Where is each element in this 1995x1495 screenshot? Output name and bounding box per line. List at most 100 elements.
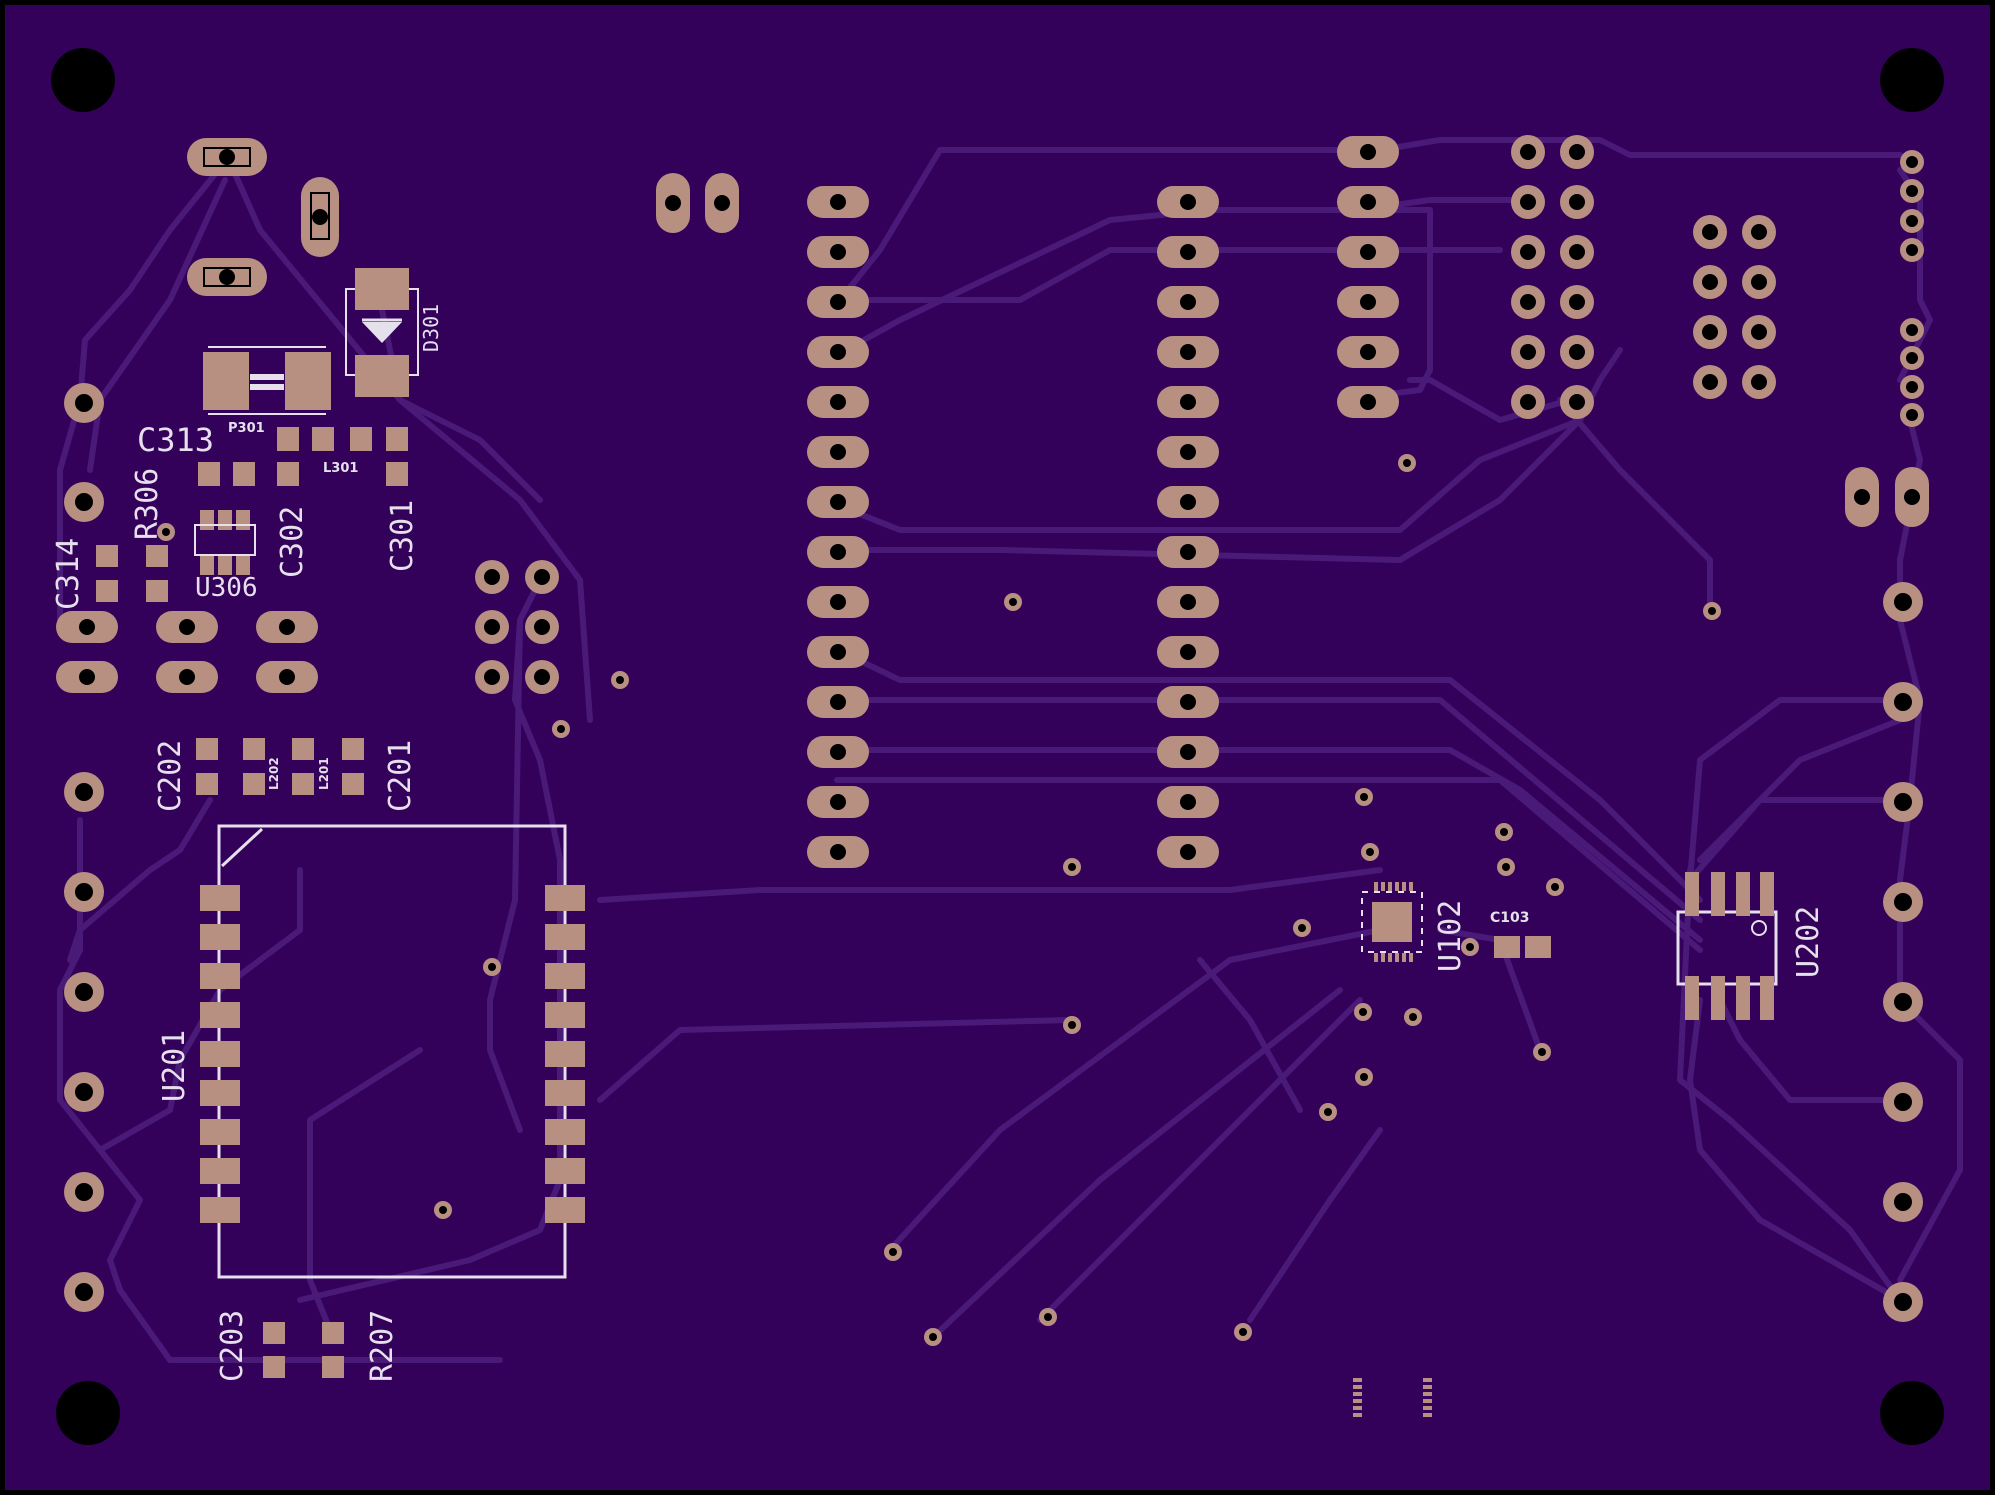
round-pad	[1900, 346, 1924, 370]
qfn-pin	[1388, 953, 1392, 962]
label-c201: C201	[383, 740, 418, 812]
label-c202: C202	[153, 740, 188, 812]
label-l301: L301	[323, 461, 358, 476]
component-u102	[1353, 882, 1432, 1417]
soic-pin	[1760, 872, 1774, 916]
mounting-holes	[51, 48, 1944, 1445]
label-u306: U306	[195, 573, 258, 603]
round-pad	[1511, 235, 1545, 269]
module-pad	[200, 1158, 240, 1184]
oval-pad	[807, 236, 869, 268]
c103-pads	[1494, 936, 1551, 958]
slot-outline	[203, 147, 251, 167]
via	[1354, 1003, 1372, 1021]
oval-pad	[1845, 467, 1879, 527]
round-pad	[1883, 682, 1923, 722]
round-pad	[1900, 403, 1924, 427]
via	[1361, 843, 1379, 861]
via	[1497, 858, 1515, 876]
oval-pad	[1157, 836, 1219, 868]
label-c301: C301	[385, 500, 420, 572]
label-u201: U201	[157, 1030, 192, 1102]
module-pad	[200, 1002, 240, 1028]
via	[434, 1201, 452, 1219]
round-pad	[1511, 185, 1545, 219]
round-pad	[1742, 365, 1776, 399]
drill-hole	[312, 209, 328, 225]
oval-pad	[705, 173, 739, 233]
smd-pads-power	[96, 427, 408, 602]
qfn-pin	[1423, 1413, 1432, 1417]
soic-pin	[1736, 872, 1750, 916]
round-pad	[64, 772, 104, 812]
u306-outline	[194, 524, 256, 556]
smd-pad	[203, 352, 249, 410]
module-pad	[545, 1158, 585, 1184]
via	[1039, 1308, 1057, 1326]
round-pad	[1511, 135, 1545, 169]
module-pad	[545, 1080, 585, 1106]
module-pad	[200, 1197, 240, 1223]
component-u202	[1676, 872, 1778, 1020]
label-c314: C314	[51, 538, 86, 610]
qfn-pin	[1423, 1385, 1432, 1389]
smd-pads-rf	[196, 738, 364, 795]
via	[1404, 1008, 1422, 1026]
smd-pad	[355, 268, 409, 310]
oval-pad	[1337, 186, 1399, 218]
slot-outline	[203, 267, 251, 287]
round-pad	[64, 1172, 104, 1212]
via	[1703, 602, 1721, 620]
oval-pad	[807, 386, 869, 418]
qfn-pin	[1423, 1392, 1432, 1396]
oval-pad	[1895, 467, 1929, 527]
round-pad	[525, 610, 559, 644]
smd-pad	[285, 352, 331, 410]
round-pad	[525, 560, 559, 594]
via	[1533, 1043, 1551, 1061]
round-pad	[1560, 235, 1594, 269]
oval-pad	[807, 736, 869, 768]
label-u102: U102	[1433, 900, 1468, 972]
round-pad	[1511, 285, 1545, 319]
oval-pad	[1157, 336, 1219, 368]
drill-hole	[219, 149, 235, 165]
mounting-hole	[1880, 48, 1944, 112]
via	[1546, 878, 1564, 896]
qfn-pin	[1381, 953, 1385, 962]
slot-outline	[310, 192, 330, 240]
round-pad	[64, 1272, 104, 1312]
u201-pads	[200, 885, 585, 1223]
qfn-pins	[1353, 882, 1432, 1417]
round-pad	[1900, 150, 1924, 174]
round-pad	[1742, 315, 1776, 349]
smd-pads-bottom	[263, 1322, 344, 1378]
round-pad	[1900, 238, 1924, 262]
drill-hole	[219, 269, 235, 285]
label-c103: C103	[1490, 910, 1530, 926]
oval-pad	[1157, 636, 1219, 668]
module-pad	[545, 1002, 585, 1028]
soic-pin	[1760, 976, 1774, 1020]
module-pad	[545, 1119, 585, 1145]
oval-pad	[1337, 236, 1399, 268]
round-pad	[64, 482, 104, 522]
round-pad	[1900, 318, 1924, 342]
round-pad	[1560, 135, 1594, 169]
oval-pad	[256, 661, 318, 693]
qfn-pin	[1423, 1406, 1432, 1410]
qfn-pin	[1353, 1413, 1362, 1417]
module-pad	[545, 1041, 585, 1067]
module-pad	[200, 1119, 240, 1145]
label-c203: C203	[215, 1310, 250, 1382]
module-pad	[545, 924, 585, 950]
oval-pad	[807, 186, 869, 218]
round-pad	[1883, 1282, 1923, 1322]
qfn-pin	[1409, 953, 1413, 962]
module-pad	[200, 885, 240, 911]
via	[1004, 593, 1022, 611]
oval-pad	[807, 586, 869, 618]
qfn-pin	[1353, 1399, 1362, 1403]
oval-pad	[1157, 736, 1219, 768]
